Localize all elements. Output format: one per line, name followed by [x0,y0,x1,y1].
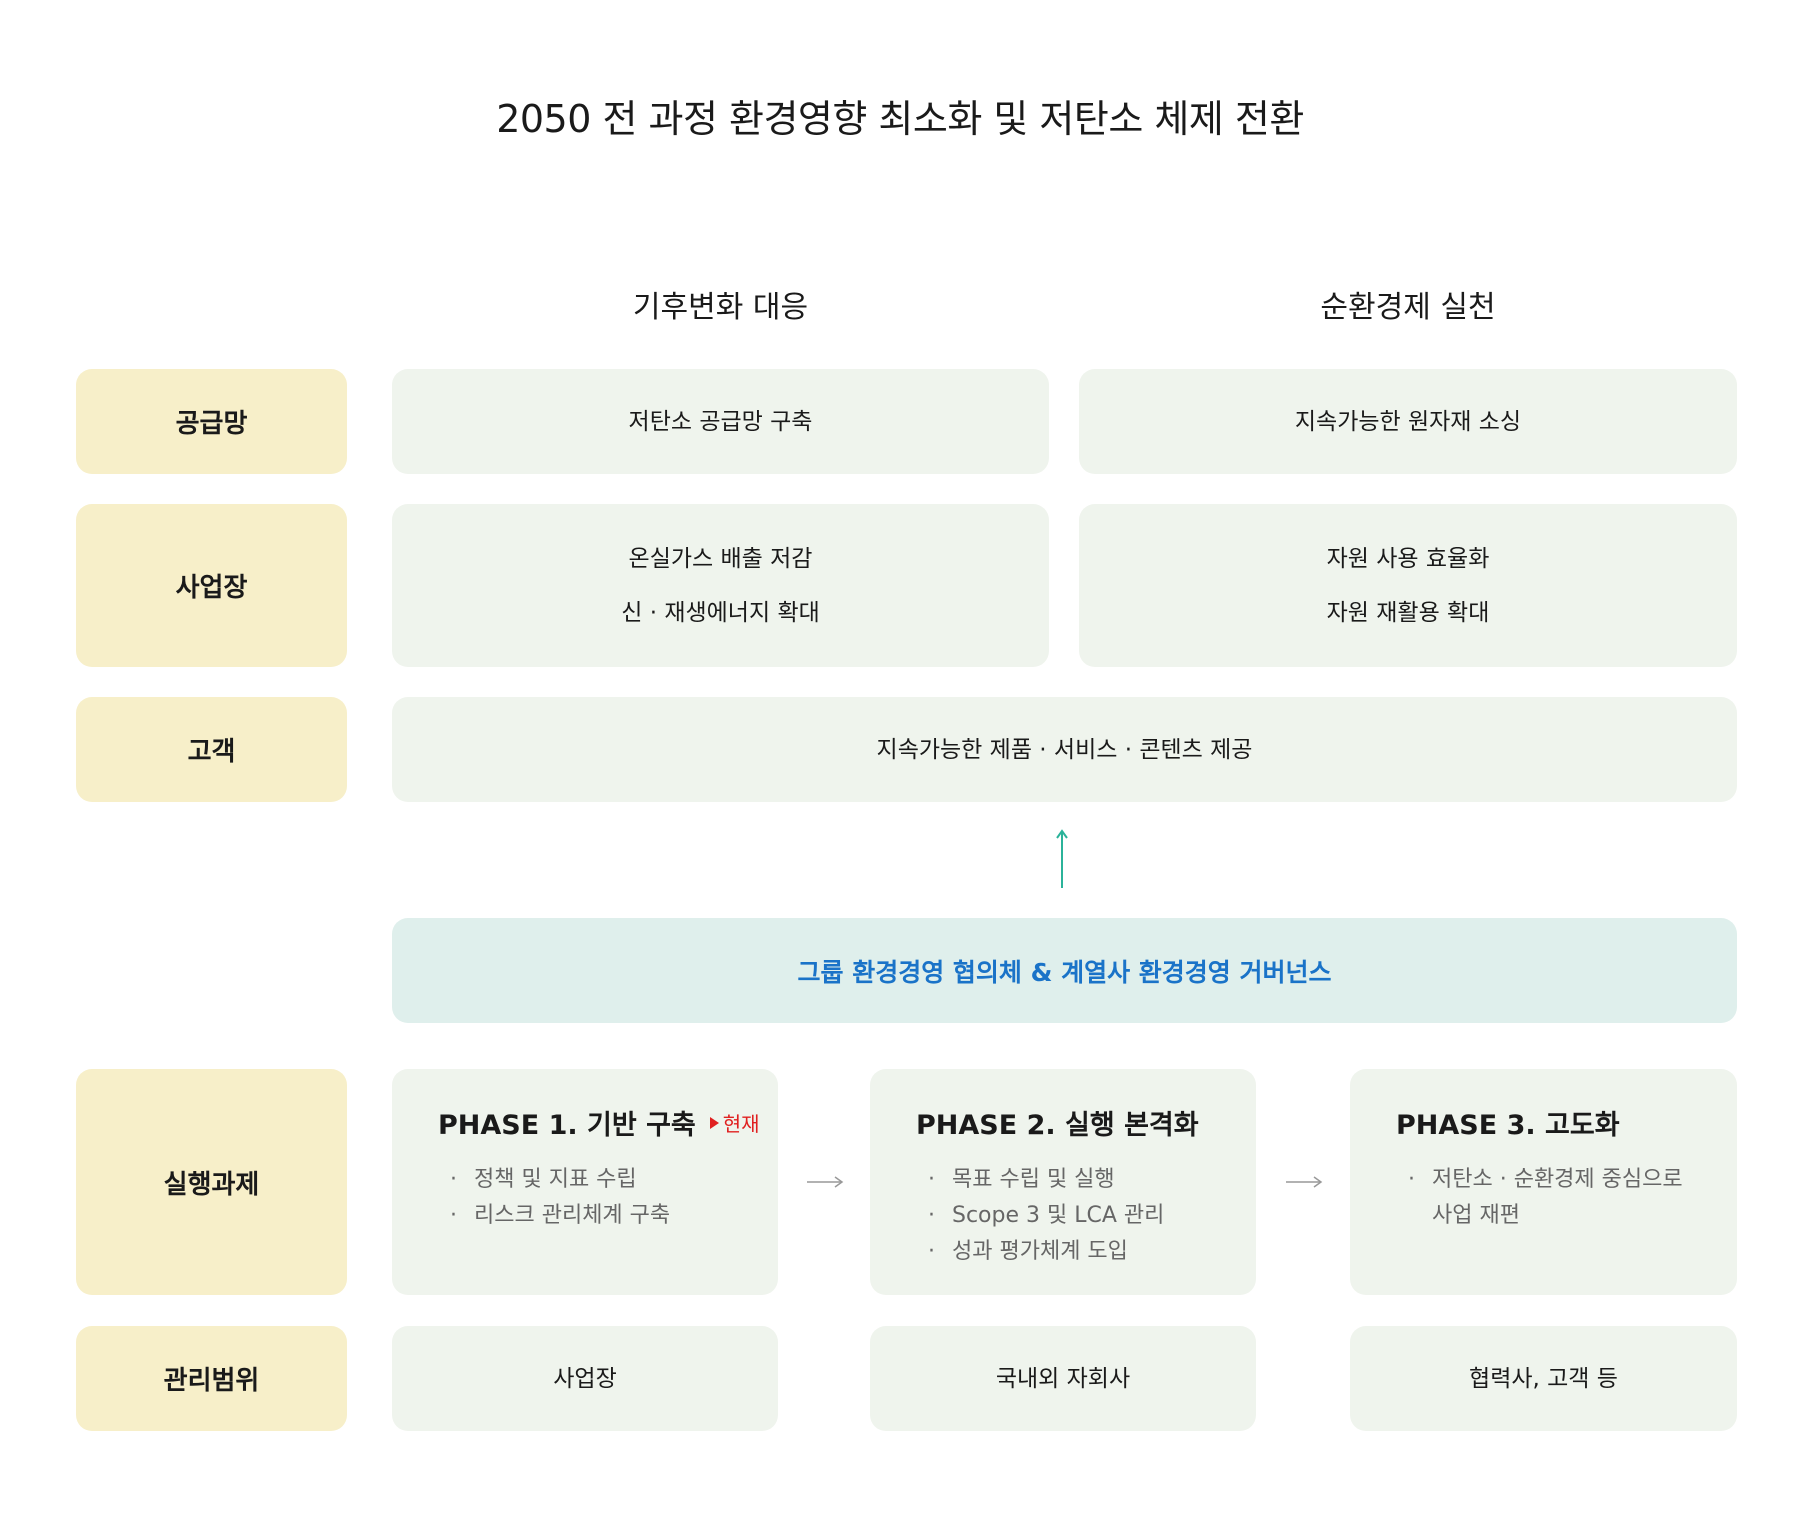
cell-site-circular: 자원 사용 효율화 자원 재활용 확대 [1079,504,1737,667]
phase-3-title: PHASE 3. 고도화 [1396,1103,1737,1142]
scope-phase-1: 사업장 [392,1326,778,1431]
list-item: 사업 재편 [1432,1203,1520,1228]
cell-text: 자원 재활용 확대 [1326,599,1490,626]
cell-customer: 지속가능한 제품 · 서비스 · 콘텐츠 제공 [392,697,1737,802]
list-item: 성과 평가체계 도입 [916,1234,1256,1270]
phase-3-list: 저탄소 · 순환경제 중심으로 사업 재편 [1396,1162,1737,1234]
row-label-supply-chain: 공급망 [76,369,347,474]
phase-2-box: PHASE 2. 실행 본격화 목표 수립 및 실행 Scope 3 및 LCA… [870,1069,1256,1295]
triangle-right-icon [709,1116,719,1129]
governance-text: 그룹 환경경영 협의체 & 계열사 환경경영 거버넌스 [797,957,1332,987]
cell-text: 신 · 재생에너지 확대 [621,599,820,626]
phase-title-text: PHASE 2. 실행 본격화 [916,1110,1199,1141]
governance-box: 그룹 환경경영 협의체 & 계열사 환경경영 거버넌스 [392,918,1737,1023]
current-phase-text: 현재 [722,1112,760,1136]
phase-title-text: PHASE 3. 고도화 [1396,1110,1620,1141]
current-phase-badge: 현재 [709,1108,760,1137]
arrow-right-icon [807,1176,844,1188]
cell-text: 사업장 [553,1365,617,1392]
scope-phase-3: 협력사, 고객 등 [1350,1326,1737,1431]
cell-text: 자원 사용 효율화 [1326,545,1490,572]
row-label-text: 고객 [187,737,236,767]
row-label-customer: 고객 [76,697,347,802]
cell-text: 지속가능한 제품 · 서비스 · 콘텐츠 제공 [876,736,1253,763]
phase-2-title: PHASE 2. 실행 본격화 [916,1103,1256,1142]
row-label-text: 실행과제 [163,1169,260,1200]
phase-1-box: PHASE 1. 기반 구축 현재 정책 및 지표 수립 리스크 관리체계 구축 [392,1069,778,1295]
row-label-scope: 관리범위 [76,1326,347,1431]
list-item: Scope 3 및 LCA 관리 [916,1198,1256,1234]
phase-3-box: PHASE 3. 고도화 저탄소 · 순환경제 중심으로 사업 재편 [1350,1069,1737,1295]
scope-phase-2: 국내외 자회사 [870,1326,1256,1431]
arrow-right-icon [1286,1176,1323,1188]
row-label-site: 사업장 [76,504,347,667]
list-item: 목표 수립 및 실행 [916,1162,1256,1198]
cell-text: 국내외 자회사 [995,1365,1131,1392]
list-item: 저탄소 · 순환경제 중심으로 [1396,1162,1737,1198]
column-head-circular: 순환경제 실천 [1320,290,1496,325]
phase-title-text: PHASE 1. 기반 구축 [438,1110,696,1141]
cell-supply-circular: 지속가능한 원자재 소싱 [1079,369,1737,474]
list-item: 정책 및 지표 수립 [438,1162,778,1198]
row-label-text: 관리범위 [163,1366,260,1396]
cell-text: 협력사, 고객 등 [1469,1365,1618,1392]
cell-text: 지속가능한 원자재 소싱 [1294,408,1522,435]
page-title: 2050 전 과정 환경영향 최소화 및 저탄소 체제 전환 [496,97,1304,141]
cell-text: 저탄소 공급망 구축 [628,408,813,435]
column-head-climate: 기후변화 대응 [632,290,809,325]
arrow-up-icon [1056,829,1068,888]
cell-supply-climate: 저탄소 공급망 구축 [392,369,1049,474]
list-item: 리스크 관리체계 구축 [438,1198,778,1234]
phase-1-list: 정책 및 지표 수립 리스크 관리체계 구축 [438,1162,778,1234]
row-label-text: 사업장 [175,573,248,603]
cell-site-climate: 온실가스 배출 저감 신 · 재생에너지 확대 [392,504,1049,667]
phase-1-title: PHASE 1. 기반 구축 현재 [438,1103,778,1142]
row-label-tasks: 실행과제 [76,1069,347,1295]
row-label-text: 공급망 [175,409,248,439]
cell-text: 온실가스 배출 저감 [628,545,813,572]
phase-2-list: 목표 수립 및 실행 Scope 3 및 LCA 관리 성과 평가체계 도입 [916,1162,1256,1270]
